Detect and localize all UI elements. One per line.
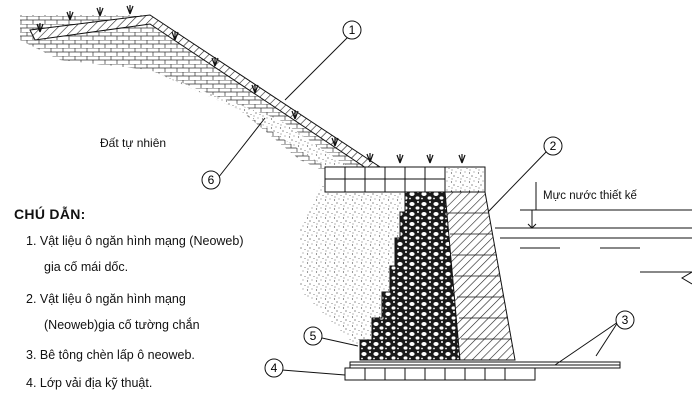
- svg-text:2: 2: [550, 139, 557, 153]
- vegetation: [36, 5, 466, 164]
- geotextile-base: [344, 361, 621, 381]
- legend-item-1: 1. Vật liệu ô ngăn hình mạng (Neoweb): [26, 234, 244, 248]
- water: [495, 227, 692, 285]
- callout-4: 4: [264, 358, 284, 378]
- callout-3: 3: [615, 310, 635, 330]
- wall-cap-row: [324, 166, 486, 193]
- wall-facing-courses: [447, 212, 511, 340]
- water-level-label: Mực nước thiết kế: [543, 190, 637, 202]
- concrete-infill: [359, 191, 461, 361]
- legend-item-1-cont: gia cố mái dốc.: [44, 260, 129, 274]
- svg-text:4: 4: [271, 361, 278, 375]
- svg-text:1: 1: [349, 23, 356, 37]
- legend-item-4: 4. Lớp vải địa kỹ thuật.: [26, 376, 153, 390]
- legend-title: CHÚ DẪN:: [14, 206, 86, 222]
- water-level-marker: [520, 182, 692, 229]
- legend-item-2-cont: (Neoweb)gia cố tường chắn: [44, 318, 200, 332]
- svg-text:5: 5: [310, 329, 317, 343]
- svg-text:3: 3: [622, 313, 629, 327]
- backfill: [150, 70, 402, 345]
- svg-text:6: 6: [208, 173, 215, 187]
- callouts: 1 2 3 4 5 6: [201, 20, 635, 378]
- soil-label: Đất tự nhiên: [100, 136, 167, 150]
- callout-2: 2: [543, 136, 563, 156]
- callout-1: 1: [342, 20, 362, 40]
- callout-6: 6: [201, 170, 221, 190]
- legend-item-2: 2. Vật liệu ô ngăn hình mạng: [26, 292, 186, 306]
- legend-item-3: 3. Bê tông chèn lấp ô neoweb.: [26, 348, 195, 362]
- leader-lines: [217, 34, 619, 376]
- callout-5: 5: [303, 326, 323, 346]
